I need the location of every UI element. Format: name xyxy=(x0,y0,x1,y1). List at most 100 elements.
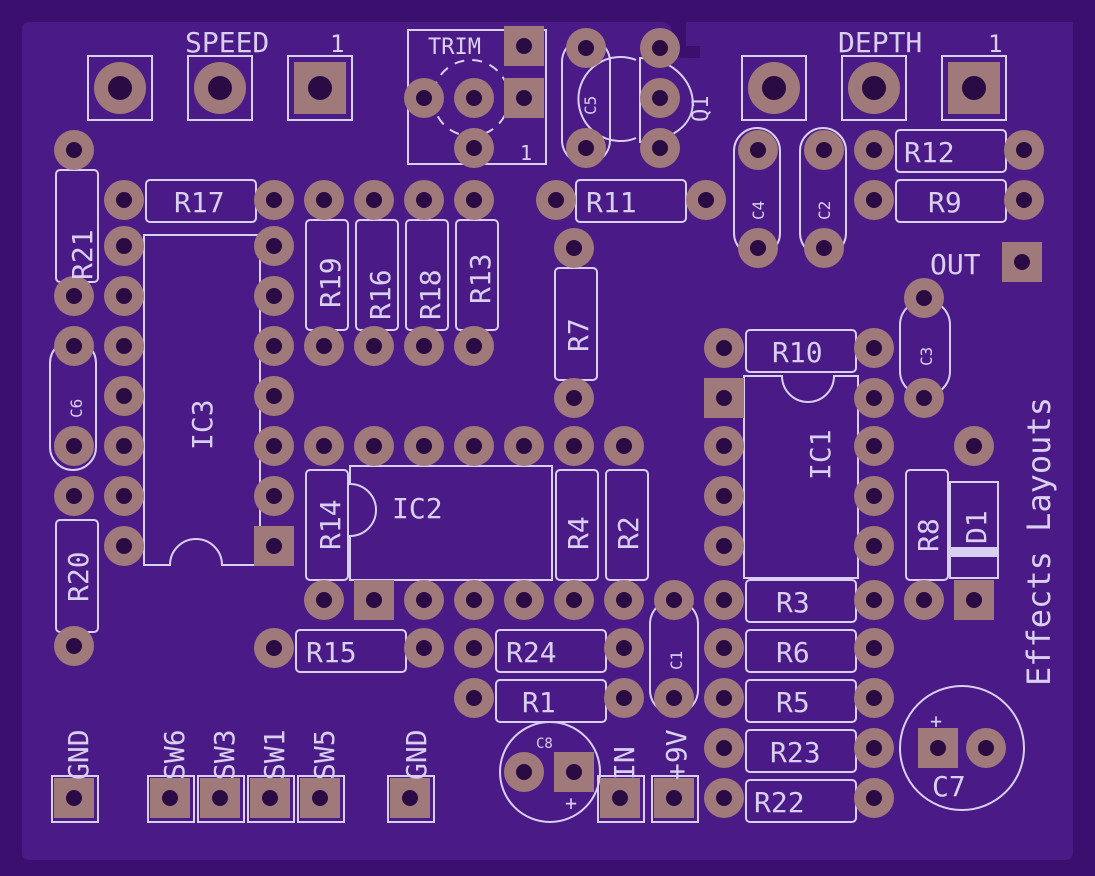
ic2-outline xyxy=(349,465,553,581)
pad-hole xyxy=(266,288,282,304)
pad-hole xyxy=(308,76,332,100)
pad-hole xyxy=(866,592,882,608)
ic1-outline xyxy=(743,375,859,579)
c8-outline xyxy=(499,721,601,823)
sw6-label: SW6 xyxy=(158,729,191,780)
pad-hole xyxy=(716,640,732,656)
pad-hole xyxy=(816,142,832,158)
pad-hole xyxy=(66,638,82,654)
pad-hole xyxy=(316,592,332,608)
r13-label: R13 xyxy=(464,253,497,304)
pad-hole xyxy=(930,740,946,756)
pad-hole xyxy=(366,192,382,208)
pad-hole xyxy=(616,592,632,608)
pad-hole xyxy=(266,238,282,254)
pad-hole xyxy=(1016,192,1032,208)
pad-hole xyxy=(466,90,482,106)
trim-pin1-label: 1 xyxy=(520,141,532,165)
pad-hole xyxy=(698,192,714,208)
pad-hole xyxy=(612,790,628,806)
pad-hole xyxy=(516,764,532,780)
pad-hole xyxy=(866,142,882,158)
pad-hole xyxy=(666,690,682,706)
r15-label: R15 xyxy=(306,636,357,669)
pad-hole xyxy=(566,240,582,256)
d1-band xyxy=(949,547,999,557)
pad-hole xyxy=(266,438,282,454)
r8-label: R8 xyxy=(912,518,945,552)
pad-hole xyxy=(566,390,582,406)
c2-label: C2 xyxy=(815,201,834,220)
r5-label: R5 xyxy=(776,686,810,719)
pad-hole xyxy=(978,740,994,756)
r6-label: R6 xyxy=(776,636,810,669)
pad-hole xyxy=(208,76,232,100)
pad-hole xyxy=(866,640,882,656)
pad-hole xyxy=(716,438,732,454)
speed-pad3-outline xyxy=(287,55,353,121)
pad-hole xyxy=(466,192,482,208)
pad-hole xyxy=(716,390,732,406)
r10-label: R10 xyxy=(772,336,823,369)
r7-label: R7 xyxy=(562,318,595,352)
r16-label: R16 xyxy=(364,269,397,320)
r11-outline xyxy=(575,179,687,223)
pad-hole xyxy=(466,338,482,354)
pad-hole xyxy=(402,790,418,806)
speed-pad2-outline xyxy=(187,55,253,121)
pad-hole xyxy=(966,438,982,454)
pad-hole xyxy=(366,438,382,454)
pad-hole xyxy=(108,76,132,100)
pad-hole xyxy=(416,438,432,454)
pad-hole xyxy=(716,690,732,706)
d1-outline xyxy=(949,481,999,579)
pad-hole xyxy=(652,140,668,156)
pad-hole xyxy=(962,76,986,100)
effects-layouts-label: Effects Layouts xyxy=(1020,397,1058,686)
pad-hole xyxy=(116,438,132,454)
pad-hole xyxy=(566,592,582,608)
pad-hole xyxy=(116,192,132,208)
pad-hole xyxy=(1014,254,1030,270)
sw1-outline xyxy=(247,775,295,823)
r19-label: R19 xyxy=(314,257,347,308)
pad-hole xyxy=(366,338,382,354)
pad-hole xyxy=(262,790,278,806)
pad-hole xyxy=(816,240,832,256)
pad-hole xyxy=(466,438,482,454)
r11-label: R11 xyxy=(586,186,637,219)
pad-hole xyxy=(666,592,682,608)
ic3-label: IC3 xyxy=(186,399,219,450)
r9-label: R9 xyxy=(928,186,962,219)
pad-hole xyxy=(548,192,564,208)
pad-hole xyxy=(466,640,482,656)
sw1-label: SW1 xyxy=(258,729,291,780)
depth-pad1-outline xyxy=(741,55,807,121)
pad-hole xyxy=(516,90,532,106)
pad-hole xyxy=(416,90,432,106)
pad-hole xyxy=(1016,142,1032,158)
pad-hole xyxy=(578,140,594,156)
pad-hole xyxy=(866,390,882,406)
sw5-label: SW5 xyxy=(308,729,341,780)
c6-label: C6 xyxy=(67,399,86,418)
pad-hole xyxy=(616,640,632,656)
pad-hole xyxy=(916,390,932,406)
pads xyxy=(54,26,1044,818)
pad-hole xyxy=(716,538,732,554)
pad-hole xyxy=(266,192,282,208)
r4-label: R4 xyxy=(562,516,595,550)
q1-label: Q1 xyxy=(689,96,714,123)
out-label: OUT xyxy=(930,248,981,281)
pad-hole xyxy=(516,592,532,608)
gnd-left-label: GND xyxy=(62,729,95,780)
pad-hole xyxy=(162,790,178,806)
pad-hole xyxy=(616,438,632,454)
depth-pad3-outline xyxy=(941,55,1007,121)
pad-hole xyxy=(516,438,532,454)
pad-hole xyxy=(862,76,886,100)
pad-hole xyxy=(316,192,332,208)
r17-label: R17 xyxy=(174,186,225,219)
r20-label: R20 xyxy=(62,551,95,602)
pad-hole xyxy=(866,340,882,356)
